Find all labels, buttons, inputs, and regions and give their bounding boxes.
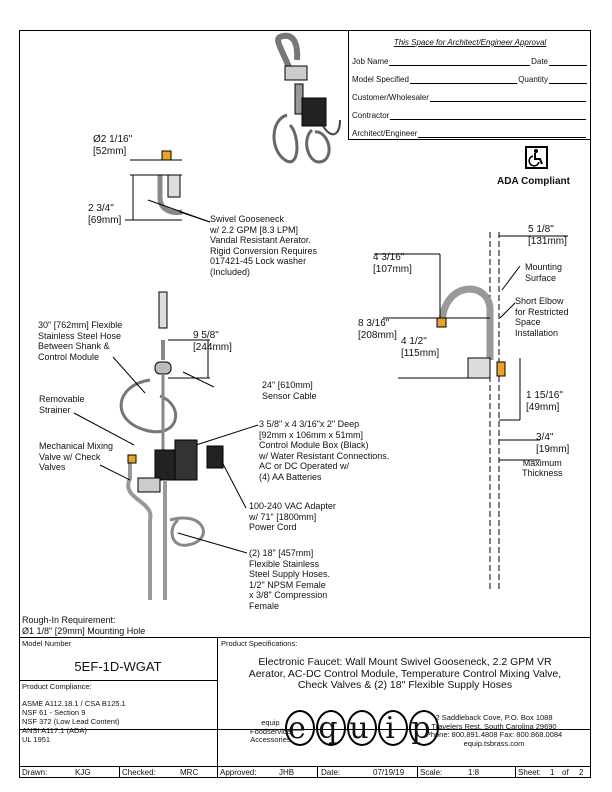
sheet-total: 2 — [579, 768, 584, 777]
spout-detail — [125, 150, 211, 223]
approved-value: JHB — [279, 768, 295, 777]
logo-letter-p: p — [409, 710, 439, 746]
compliance-list: ASME A112.18.1 / CSA B125.1 NSF 61 - Sec… — [22, 699, 126, 744]
max-thickness-note: Maximum Thickness — [522, 458, 563, 478]
dim-body-height: 4 1/2" [115mm] — [401, 336, 440, 359]
approval-title: This Space for Architect/Engineer Approv… — [393, 38, 547, 47]
callout-hose: 30" [762mm] Flexible Stainless Steel Hos… — [38, 320, 123, 362]
logo-letter-e: e — [285, 710, 315, 746]
dim-reach: 4 3/16" [107mm] — [373, 252, 412, 275]
approval-box: This Space for Architect/Engineer Approv… — [348, 30, 591, 140]
wheelchair-icon — [525, 146, 548, 169]
drawn-label: Drawn: — [22, 768, 48, 777]
drawing-frame — [19, 30, 591, 778]
callout-short-elbow: Short Elbow for Restricted Space Install… — [515, 296, 569, 338]
ada-label: ADA Compliant — [497, 176, 570, 187]
side-view — [374, 232, 568, 590]
checked-value: MRC — [180, 768, 199, 777]
product-specifications: Electronic Faucet: Wall Mount Swivel Goo… — [248, 656, 562, 691]
dim-elbow: 1 15/16" [49mm] — [526, 390, 563, 413]
sheet-label: Sheet: — [518, 768, 542, 777]
scale-value: 1:8 — [468, 768, 480, 777]
callout-supply-hoses: (2) 18" [457mm] Flexible Stainless Steel… — [249, 548, 331, 611]
dim-gooseneck-height: 2 3/4" [69mm] — [88, 203, 122, 226]
dim-gooseneck-dia: Ø2 1/16" [52mm] — [93, 134, 133, 157]
customer-row: Customer/Wholesaler — [352, 93, 587, 102]
compliance-label: Product Compliance: — [22, 682, 92, 691]
checked-label: Checked: — [122, 768, 156, 777]
main-assembly — [119, 291, 224, 600]
model-number-label: Model Number — [22, 639, 72, 648]
callout-control-module: 3 5/8" x 4 3/16"x 2" Deep [92mm x 106mm … — [259, 419, 390, 482]
model-number: 5EF-1D-WGAT — [74, 659, 162, 674]
dim-spout-height: 8 3/16" [208mm] — [358, 318, 397, 341]
logo-letter-u: u — [347, 710, 377, 746]
callout-adapter: 100-240 VAC Adapter w/ 71" [1800mm] Powe… — [249, 501, 336, 532]
scale-label: Scale: — [420, 768, 443, 777]
callout-gooseneck: Swivel Gooseneck w/ 2.2 GPM [8.3 LPM] Va… — [210, 214, 318, 277]
company-address: 2 Saddleback Cove, P.O. Box 1088 Travele… — [425, 713, 563, 748]
dim-shank-length: 9 5/8" [244mm] — [193, 330, 232, 353]
job-name-row: Job Name Date — [352, 57, 587, 66]
callout-mixing-valve: Mechanical Mixing Valve w/ Check Valves — [39, 441, 114, 472]
date-label: Date: — [321, 768, 341, 777]
logo-letter-i: i — [378, 710, 408, 746]
equip-foodservice-label: equip Foodservice Accessories — [250, 718, 291, 744]
logo-letter-q: q — [316, 710, 346, 746]
model-specified-row: Model Specified Quantity — [352, 75, 587, 84]
dim-overall-reach: 5 1/8" [131mm] — [528, 224, 567, 247]
drawn-value: KJG — [75, 768, 91, 777]
rough-in-note: Rough-In Requirement: Ø1 1/8" [29mm] Mou… — [22, 615, 146, 636]
sheet-value: 1 — [550, 768, 555, 777]
callout-mounting-surface: Mounting Surface — [525, 262, 563, 283]
specs-label: Product Specifications: — [221, 639, 298, 648]
architect-row: Architect/Engineer — [352, 129, 587, 138]
date-value: 07/19/19 — [373, 768, 405, 777]
callout-strainer: Removable Strainer — [39, 394, 85, 415]
approved-label: Approved: — [220, 768, 257, 777]
dim-max-thickness: 3/4" [19mm] — [536, 432, 570, 455]
sheet-of: of — [562, 768, 569, 777]
contractor-row: Contractor — [352, 111, 587, 120]
callout-sensor: 24" [610mm] Sensor Cable — [262, 380, 317, 401]
isometric-faucet-illustration — [272, 32, 341, 164]
faucet-drawing — [73, 32, 568, 600]
